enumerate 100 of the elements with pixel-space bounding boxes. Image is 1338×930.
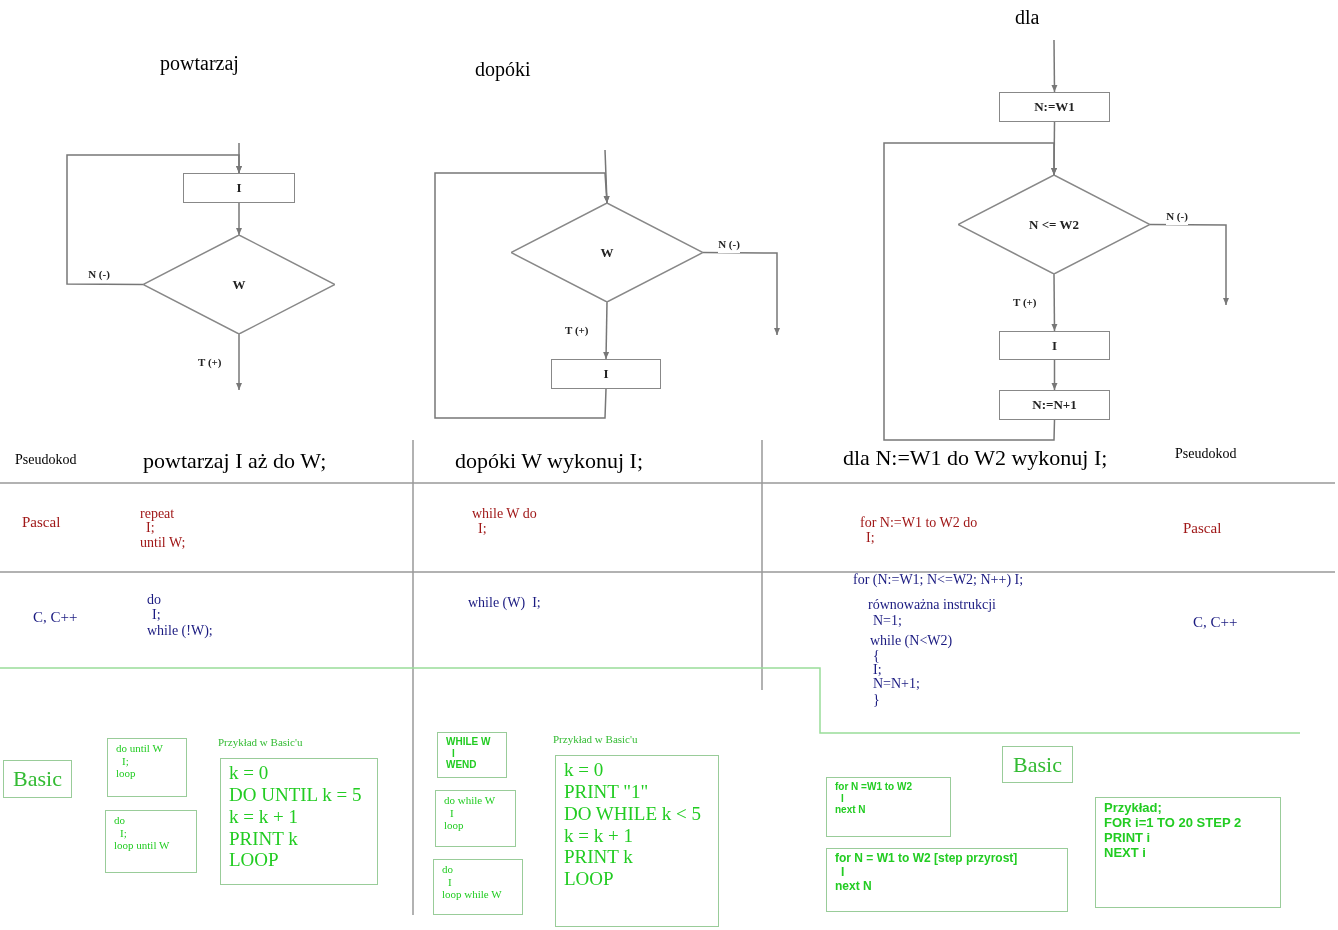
code-line: I: [451, 747, 456, 759]
decision-diamond: [511, 203, 703, 302]
arrow: [702, 251, 780, 336]
code-box: [107, 738, 187, 797]
arrow: [603, 301, 610, 360]
code-line: k = 0: [564, 759, 605, 781]
code-line: I: [447, 875, 453, 889]
code-line: do: [114, 814, 126, 827]
example-heading: Przykład w Basic'u: [218, 736, 303, 749]
code-line: Przykład;: [1104, 801, 1163, 816]
code-line: k = k + 1: [564, 824, 634, 847]
code-text: równoważna instrukcji: [868, 597, 996, 613]
process-text: I: [1051, 337, 1058, 354]
process-text: I: [236, 180, 242, 196]
code-line: loop until W: [114, 839, 171, 852]
code-line: PRINT i: [1104, 830, 1152, 846]
condition-text: W: [232, 276, 246, 293]
arrow: [1051, 273, 1058, 332]
code-line: PRINT "1": [564, 780, 650, 803]
example-heading: Przykład w Basic'u: [553, 733, 638, 746]
code-line: I;: [119, 826, 128, 840]
code-line: k = 0: [229, 762, 270, 784]
code-box: [826, 777, 951, 837]
arrow: [236, 333, 242, 391]
code-box: [105, 810, 197, 873]
code-text: N=1;: [873, 613, 902, 629]
code-line: LOOP: [564, 868, 615, 891]
code-line: loop: [444, 819, 465, 832]
arrow: [1051, 359, 1058, 391]
arrow: [434, 172, 610, 419]
code-box: [435, 790, 516, 847]
code-text: while (!W);: [147, 623, 213, 639]
process-text: I: [603, 366, 609, 382]
language-tag: [1002, 746, 1073, 783]
diagram-heading: dla: [1015, 6, 1040, 28]
code-text: while (W) I;: [468, 595, 541, 611]
diagram-heading: dopóki: [475, 58, 531, 80]
code-text: {: [873, 648, 880, 664]
language-name: Basic: [1013, 751, 1062, 778]
code-text: do: [147, 592, 161, 608]
code-text: while (N<W2): [870, 633, 953, 649]
process-box: [999, 331, 1110, 360]
code-text: I;: [873, 662, 882, 678]
code-line: WEND: [446, 759, 478, 771]
pseudocode-text: dla N:=W1 do W2 wykonuj I;: [843, 446, 1108, 471]
row-header: Pseudokod: [15, 452, 77, 468]
code-line: do while W: [444, 794, 497, 807]
code-line: for N = W1 to W2 [step przyrost]: [835, 852, 1019, 866]
code-line: PRINT k: [229, 827, 299, 850]
process-text: N:=N+1: [1032, 397, 1077, 413]
language-name: Basic: [13, 766, 62, 792]
code-line: for N =W1 to W2: [835, 781, 913, 793]
code-text: I;: [478, 521, 487, 537]
code-line: k = k + 1: [229, 805, 299, 828]
code-line: loop while W: [442, 888, 503, 901]
code-line: I: [840, 792, 845, 804]
decision-diamond: [143, 235, 335, 334]
code-text: until W;: [140, 535, 186, 551]
code-box: [1095, 797, 1281, 908]
code-line: I;: [121, 754, 130, 768]
code-line: next N: [835, 804, 867, 816]
code-line: LOOP: [229, 849, 280, 872]
row-header: Pascal: [22, 514, 61, 531]
process-box: [551, 359, 661, 389]
code-line: loop: [116, 767, 137, 780]
row-header: Pascal: [1183, 520, 1222, 537]
pseudocode-text: dopóki W wykonuj I;: [455, 449, 644, 474]
decision-diamond: [958, 175, 1150, 274]
code-text: I;: [146, 520, 155, 536]
code-line: DO WHILE k < 5: [564, 802, 702, 825]
code-text: }: [873, 692, 880, 708]
condition-text: N <= W2: [1029, 216, 1079, 233]
diagram-heading: powtarzaj: [160, 52, 239, 74]
row-header: C, C++: [33, 609, 78, 626]
arrow: [1051, 39, 1058, 93]
pseudocode-text: powtarzaj I aż do W;: [143, 449, 327, 474]
arrow: [236, 202, 242, 236]
code-text: repeat: [140, 506, 175, 522]
arrow: [883, 142, 1057, 441]
code-text: I;: [152, 607, 161, 623]
code-line: do: [442, 863, 454, 876]
process-text: N:=W1: [1034, 99, 1075, 115]
code-line: I: [449, 806, 455, 820]
code-box: [433, 859, 523, 915]
language-tag: [3, 760, 72, 798]
process-box: [999, 92, 1110, 122]
code-line: DO UNTIL k = 5: [229, 783, 363, 806]
code-line: FOR i=1 TO 20 STEP 2: [1104, 815, 1243, 831]
code-box: [437, 732, 507, 778]
code-line: next N: [835, 879, 873, 894]
code-text: for (N:=W1; N<=W2; N++) I;: [853, 572, 1024, 588]
code-line: I: [840, 865, 846, 880]
code-line: do until W: [116, 742, 164, 755]
code-text: N=N+1;: [873, 676, 920, 692]
arrow: [66, 154, 242, 286]
code-text: I;: [866, 530, 875, 546]
process-box: [183, 173, 295, 203]
code-line: PRINT k: [564, 846, 634, 869]
code-line: NEXT i: [1104, 845, 1147, 861]
process-box: [999, 390, 1110, 420]
